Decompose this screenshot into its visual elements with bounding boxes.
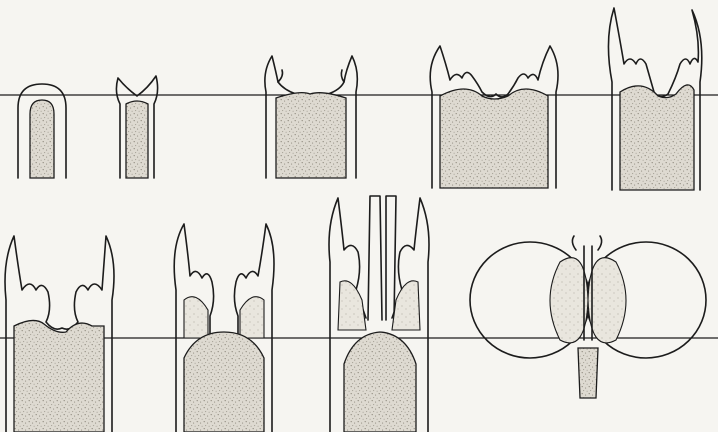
- stage-1-diagram: [18, 84, 66, 178]
- stage-5-diagram: [608, 8, 701, 190]
- stage-8-diagram: [329, 196, 429, 432]
- stage-9-diagram: [470, 236, 706, 398]
- stage-6-diagram: [5, 236, 114, 432]
- stage-3-diagram: [265, 56, 357, 178]
- stage-2-diagram: [116, 76, 157, 178]
- stage-4-diagram: [430, 46, 558, 188]
- stage-7-diagram: [174, 224, 274, 432]
